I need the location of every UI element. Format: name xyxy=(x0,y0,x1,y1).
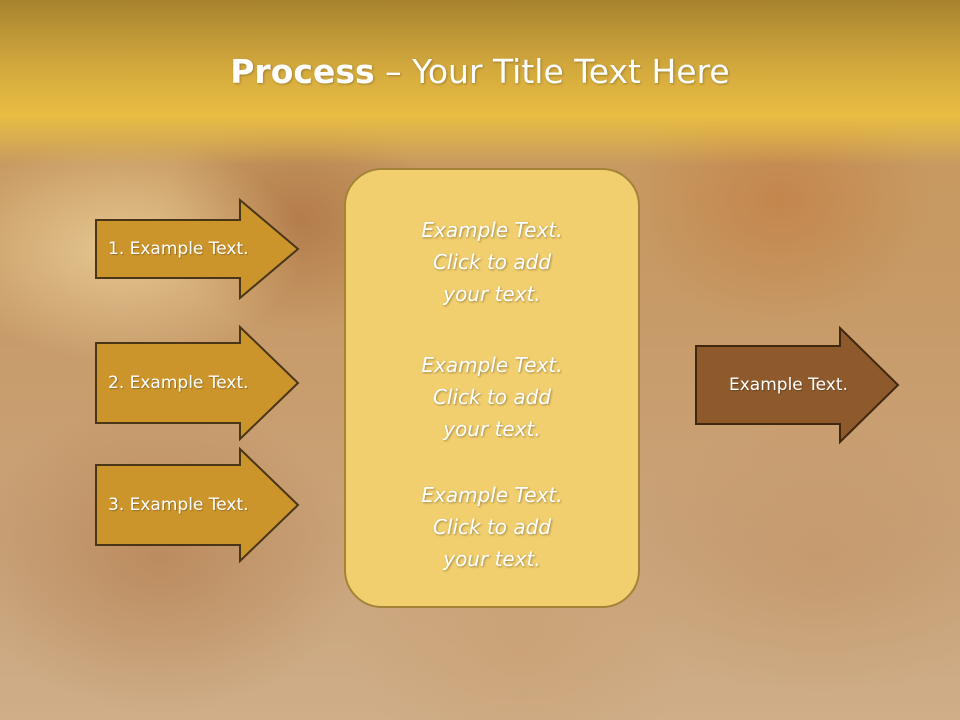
slide-title[interactable]: Process – Your Title Text Here xyxy=(0,52,960,91)
right-arrow[interactable]: Example Text. xyxy=(695,325,900,445)
arrow-shape xyxy=(95,197,300,301)
center-block-2: Example Text. Click to add your text. xyxy=(346,349,638,445)
left-arrow-label-2: 2. Example Text. xyxy=(108,373,249,393)
title-separator: – xyxy=(374,52,413,91)
left-arrow-2[interactable]: 2. Example Text. xyxy=(95,324,300,442)
arrow-shape xyxy=(95,324,300,442)
center-block-3-line-1: Example Text. xyxy=(421,483,563,507)
left-arrow-label-3: 3. Example Text. xyxy=(108,495,249,515)
center-text-box[interactable]: Example Text. Click to add your text. Ex… xyxy=(344,168,640,608)
right-arrow-label: Example Text. xyxy=(729,375,848,395)
left-arrow-label-1: 1. Example Text. xyxy=(108,239,249,259)
center-block-1-line-3: your text. xyxy=(443,282,541,306)
center-block-2-line-2: Click to add xyxy=(432,385,552,409)
left-arrow-3[interactable]: 3. Example Text. xyxy=(95,446,300,564)
title-bold: Process xyxy=(230,52,375,91)
center-block-3: Example Text. Click to add your text. xyxy=(346,479,638,575)
center-block-2-line-3: your text. xyxy=(443,417,541,441)
center-block-1: Example Text. Click to add your text. xyxy=(346,214,638,310)
center-block-2-line-1: Example Text. xyxy=(421,353,563,377)
center-block-1-line-1: Example Text. xyxy=(421,218,563,242)
center-block-1-line-2: Click to add xyxy=(432,250,552,274)
arrow-shape xyxy=(695,325,900,445)
center-block-3-line-3: your text. xyxy=(443,547,541,571)
arrow-shape xyxy=(95,446,300,564)
title-rest: Your Title Text Here xyxy=(412,52,730,91)
title-band xyxy=(0,0,960,165)
left-arrow-1[interactable]: 1. Example Text. xyxy=(95,197,300,301)
center-block-3-line-2: Click to add xyxy=(432,515,552,539)
